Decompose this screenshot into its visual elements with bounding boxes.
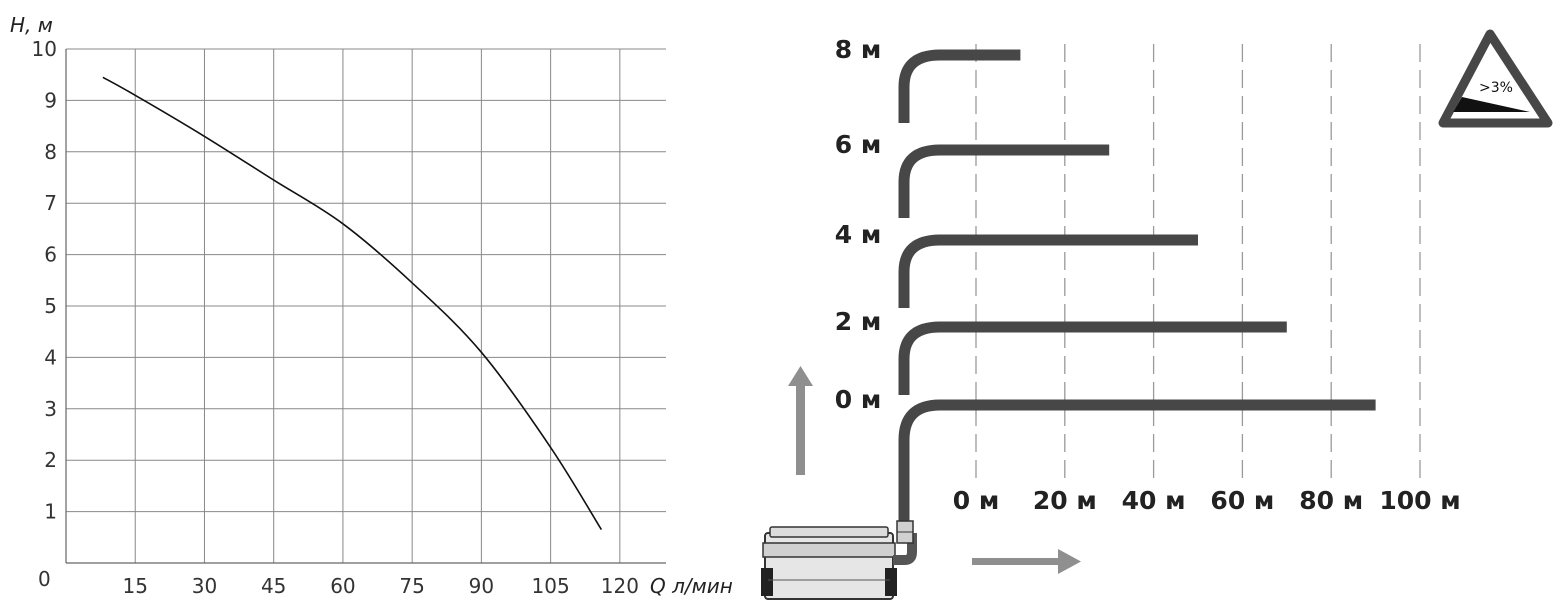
- chart-grid: [66, 48, 666, 563]
- horizontal-arrow-icon: [972, 549, 1081, 574]
- distance-tick-label: 100 м: [1379, 486, 1460, 515]
- y-tick-label: 7: [44, 191, 57, 215]
- distance-gridlines: [975, 44, 1421, 478]
- slope-label: >3%: [1479, 80, 1513, 96]
- origin-label: 0: [38, 567, 51, 591]
- height-label: 4 м: [835, 220, 882, 249]
- slope-warning-icon: >3%: [1438, 29, 1553, 128]
- y-tick-label: 10: [32, 37, 57, 61]
- x-tick-label: 30: [192, 574, 217, 598]
- pipe-bar: [898, 144, 1110, 218]
- pump-unit-icon: [761, 520, 917, 600]
- series-line: [102, 76, 603, 531]
- distance-labels: 0 м 20 м 40 м 60 м 80 м 100 м: [953, 486, 1461, 515]
- pipe-bar: [898, 321, 1287, 395]
- height-label: 2 м: [835, 307, 882, 336]
- distance-tick-label: 60 м: [1210, 486, 1274, 515]
- x-tick-labels: 15 30 45 60 75 90 105 120: [123, 574, 639, 598]
- x-tick-label: 60: [330, 574, 355, 598]
- pipe-bar: [898, 49, 1021, 123]
- y-tick-label: 8: [44, 140, 57, 164]
- vertical-arrow-icon: [788, 366, 813, 475]
- y-tick-labels: 1 2 3 4 5 6 7 8 9 10: [32, 37, 57, 524]
- height-label: 0 м: [835, 385, 882, 414]
- pipe-bars: [898, 49, 1376, 411]
- x-axis-label: Q л/мин: [650, 574, 733, 598]
- height-label: 6 м: [835, 130, 882, 159]
- riser-pipe: [898, 399, 941, 533]
- pipe-distance-chart: 8 м 6 м 4 м 2 м 0 м 0 м 20 м 40 м 60 м 80 м 100 м: [761, 29, 1553, 600]
- height-labels: 8 м 6 м 4 м 2 м 0 м: [835, 35, 882, 414]
- y-tick-label: 5: [44, 294, 57, 318]
- x-tick-label: 105: [532, 574, 570, 598]
- y-tick-label: 9: [44, 88, 57, 112]
- x-tick-label: 15: [123, 574, 148, 598]
- x-tick-label: 90: [469, 574, 494, 598]
- y-tick-label: 2: [44, 448, 57, 472]
- x-tick-label: 75: [399, 574, 424, 598]
- y-tick-label: 6: [44, 243, 57, 267]
- distance-tick-label: 0 м: [953, 486, 1000, 515]
- pipe-bar: [898, 234, 1198, 308]
- y-tick-label: 3: [44, 397, 57, 421]
- distance-tick-label: 40 м: [1122, 486, 1186, 515]
- height-label: 8 м: [835, 35, 882, 64]
- x-tick-label: 45: [261, 574, 286, 598]
- y-axis-label: H, м: [10, 13, 53, 37]
- distance-tick-label: 80 м: [1299, 486, 1363, 515]
- chart-axes: [65, 49, 666, 564]
- y-tick-label: 1: [44, 500, 57, 524]
- distance-tick-label: 20 м: [1033, 486, 1097, 515]
- y-tick-label: 4: [44, 345, 57, 369]
- x-tick-label: 120: [601, 574, 639, 598]
